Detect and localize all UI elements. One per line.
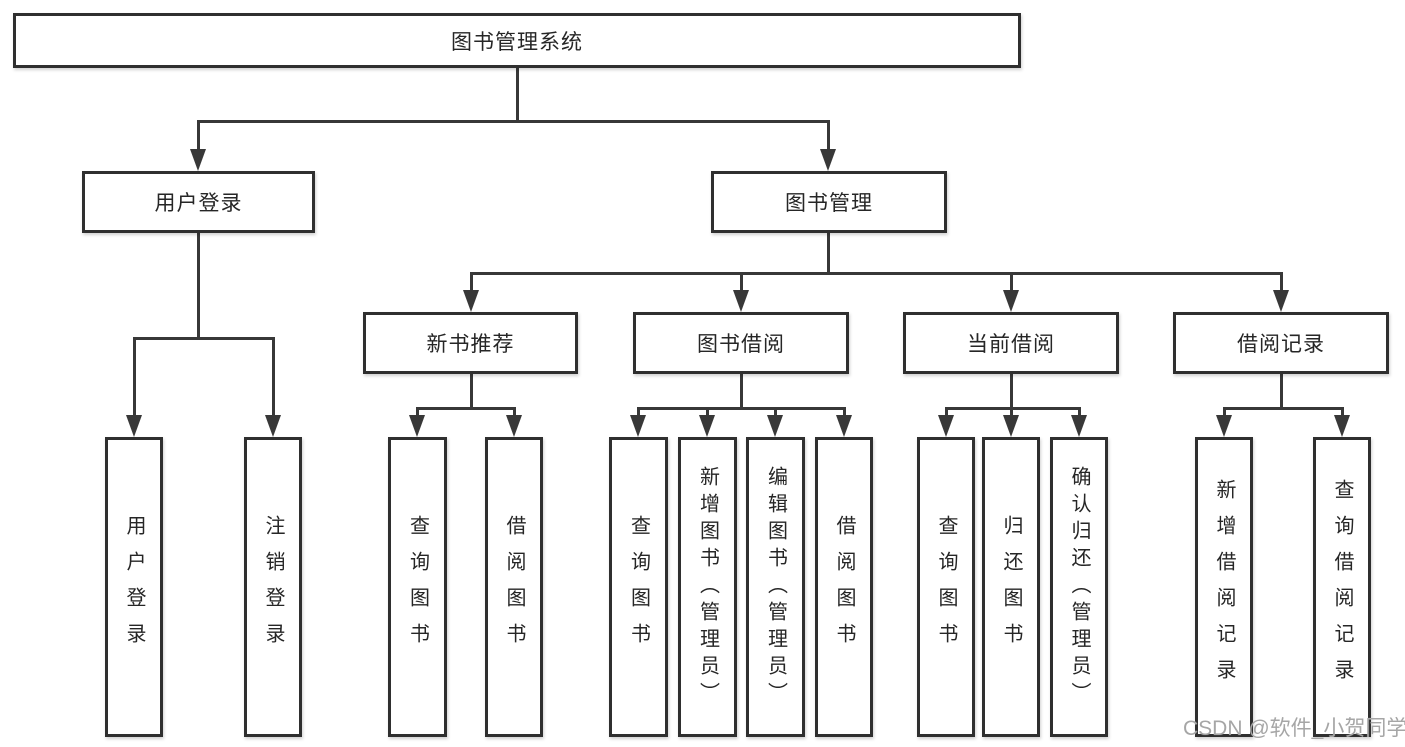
connector-drop	[826, 120, 830, 149]
connector-drop	[636, 407, 640, 415]
node-query-books-borrowing: 查询图书	[609, 437, 668, 737]
node-borrowing-records: 借阅记录	[1173, 312, 1389, 374]
arrow-down-icon	[1071, 415, 1087, 437]
node-new-book-recommendation: 新书推荐	[363, 312, 578, 374]
node-label: 新增借阅记录	[1213, 479, 1235, 695]
connector-drop	[132, 337, 136, 415]
node-label: 归还图书	[1000, 515, 1022, 659]
node-label: 图书管理系统	[451, 30, 583, 54]
arrow-down-icon	[409, 415, 425, 437]
connector-stem	[1279, 374, 1283, 410]
connector-stem	[515, 68, 519, 123]
connector-stem	[739, 374, 743, 410]
node-query-books-current: 查询图书	[917, 437, 975, 737]
arrow-down-icon	[1003, 415, 1019, 437]
connector-bus	[469, 272, 1283, 275]
arrow-down-icon	[1003, 290, 1019, 312]
connector-bus	[1222, 407, 1344, 410]
connector-drop	[1009, 407, 1013, 415]
node-label: 查询图书	[935, 515, 957, 659]
node-add-books-admin: 新增图书（管理员）	[678, 437, 737, 737]
node-logout-action: 注销登录	[244, 437, 302, 737]
connector-drop	[1009, 272, 1013, 290]
node-query-books-recommend: 查询图书	[388, 437, 447, 737]
arrow-down-icon	[463, 290, 479, 312]
node-current-borrowing: 当前借阅	[903, 312, 1119, 374]
connector-drop	[196, 120, 200, 149]
connector-drop	[773, 407, 777, 415]
connector-drop	[512, 407, 516, 415]
node-add-borrowing-record: 新增借阅记录	[1195, 437, 1253, 737]
arrow-down-icon	[836, 415, 852, 437]
node-edit-books-admin: 编辑图书（管理员）	[746, 437, 805, 737]
node-label: 查询借阅记录	[1331, 479, 1353, 695]
node-label: 查询图书	[406, 515, 429, 659]
connector-stem	[1009, 374, 1013, 410]
node-borrow-books-recommend: 借阅图书	[485, 437, 543, 737]
arrow-down-icon	[820, 149, 836, 171]
node-label: 借阅记录	[1237, 333, 1325, 356]
node-confirm-return-admin: 确认归还（管理员）	[1050, 437, 1108, 737]
node-label: 查询图书	[627, 515, 650, 659]
node-label: 用户登录	[123, 515, 145, 659]
node-return-books: 归还图书	[982, 437, 1040, 737]
node-system-root: 图书管理系统	[13, 13, 1021, 68]
connector-drop	[842, 407, 846, 415]
arrow-down-icon	[506, 415, 522, 437]
connector-drop	[705, 407, 709, 415]
node-query-borrowing-record: 查询借阅记录	[1313, 437, 1371, 737]
node-label: 新增图书（管理员）	[696, 465, 719, 709]
connector-drop	[415, 407, 419, 415]
arrow-down-icon	[265, 415, 281, 437]
connector-bus	[196, 120, 830, 123]
node-label: 编辑图书（管理员）	[764, 465, 787, 709]
node-label: 借阅图书	[833, 515, 855, 659]
node-label: 图书借阅	[697, 333, 785, 356]
connector-drop	[271, 337, 275, 415]
node-label: 借阅图书	[503, 515, 525, 659]
arrow-down-icon	[1334, 415, 1350, 437]
node-user-login: 用户登录	[82, 171, 315, 233]
node-book-management: 图书管理	[711, 171, 947, 233]
connector-stem	[196, 233, 200, 340]
node-label: 用户登录	[154, 192, 243, 215]
node-borrow-books-borrowing: 借阅图书	[815, 437, 873, 737]
connector-drop	[469, 272, 473, 290]
arrow-down-icon	[1216, 415, 1232, 437]
connector-drop	[1077, 407, 1081, 415]
connector-drop	[944, 407, 948, 415]
node-label: 确认归还（管理员）	[1068, 465, 1090, 709]
connector-drop	[739, 272, 743, 290]
node-book-borrowing: 图书借阅	[633, 312, 849, 374]
connector-drop	[1340, 407, 1344, 415]
node-label: 注销登录	[262, 515, 284, 659]
connector-drop	[1279, 272, 1283, 290]
arrow-down-icon	[767, 415, 783, 437]
connector-bus	[944, 407, 1081, 410]
arrow-down-icon	[733, 290, 749, 312]
arrow-down-icon	[630, 415, 646, 437]
node-label: 当前借阅	[967, 333, 1055, 356]
arrow-down-icon	[938, 415, 954, 437]
connector-bus	[636, 407, 846, 410]
connector-bus	[132, 337, 275, 340]
arrow-down-icon	[699, 415, 715, 437]
connector-bus	[415, 407, 516, 410]
connector-stem	[826, 233, 830, 275]
arrow-down-icon	[1273, 290, 1289, 312]
node-label: 图书管理	[785, 192, 873, 215]
arrow-down-icon	[190, 149, 206, 171]
node-label: 新书推荐	[426, 333, 515, 356]
watermark: CSDN @软件_小贺同学	[1183, 717, 1405, 740]
arrow-down-icon	[126, 415, 142, 437]
connector-drop	[1222, 407, 1226, 415]
connector-stem	[469, 374, 473, 410]
node-user-login-action: 用户登录	[105, 437, 163, 737]
